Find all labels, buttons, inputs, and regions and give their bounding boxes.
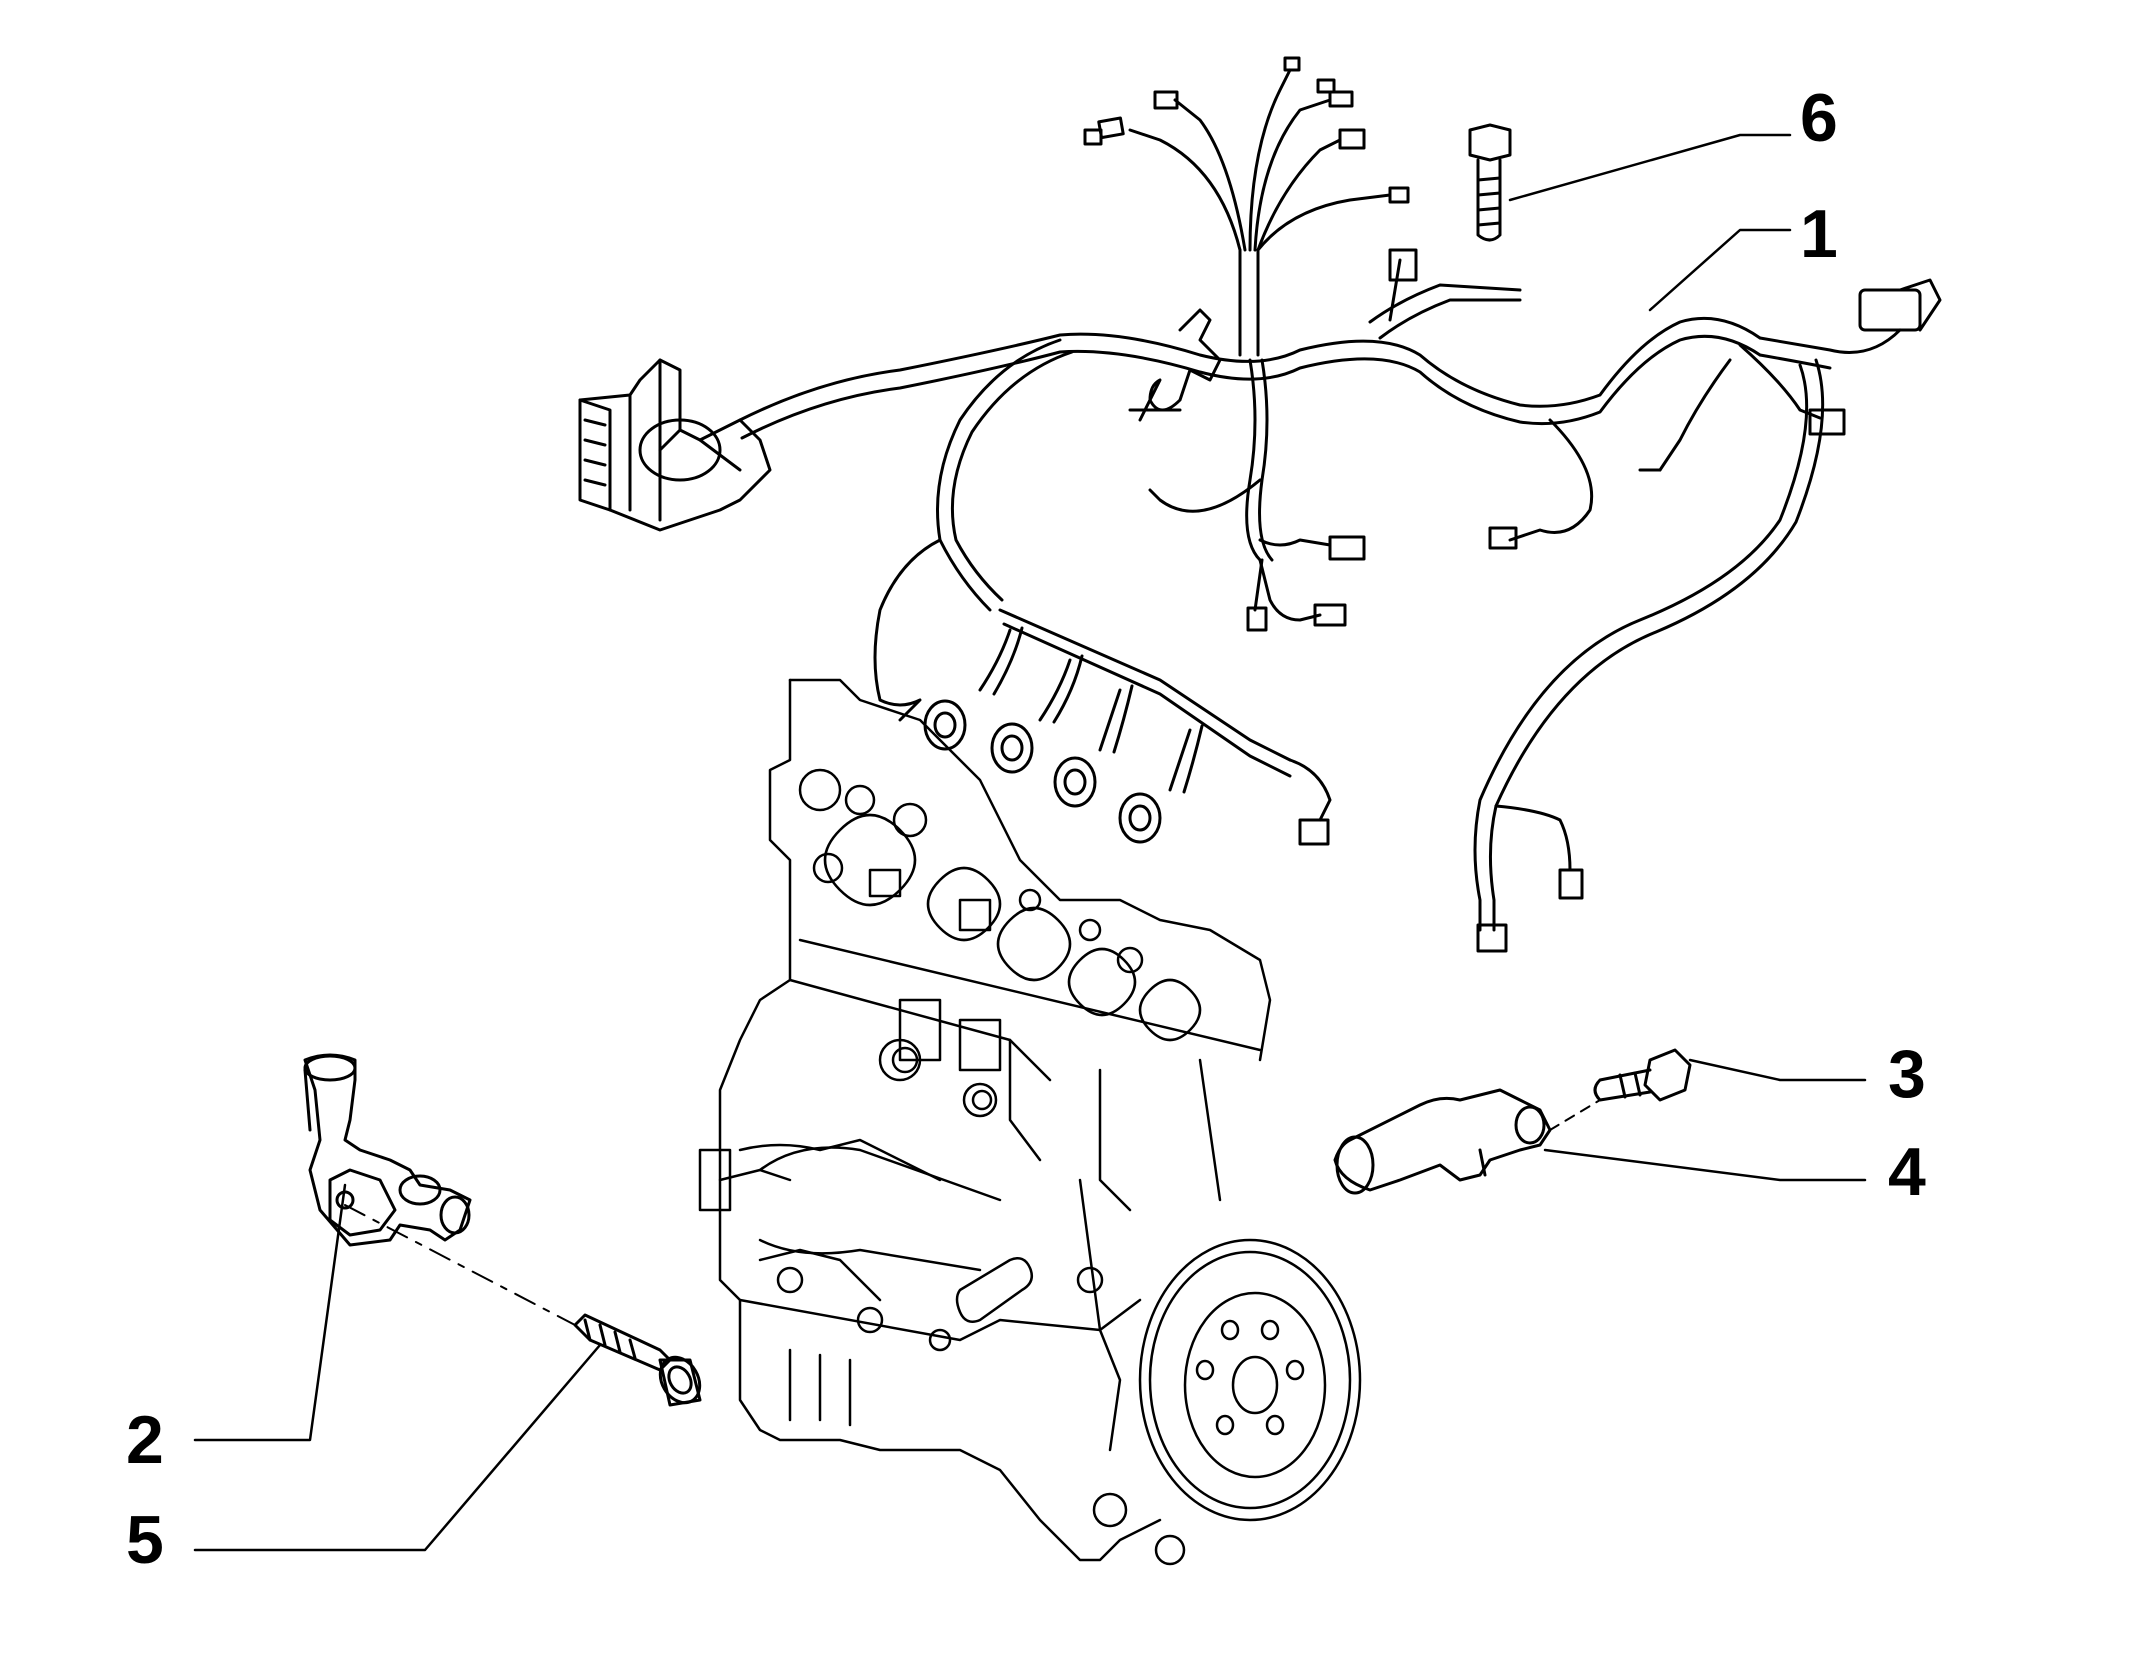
bolt-item-3 <box>1593 1048 1692 1102</box>
callout-1: 1 <box>1800 196 1838 272</box>
callout-2: 2 <box>126 1402 164 1478</box>
assembly-axis-2-5 <box>344 1204 576 1326</box>
callout-5: 5 <box>126 1502 164 1578</box>
wiring-harness <box>578 56 1942 953</box>
leader-6 <box>1508 133 1792 202</box>
callout-4: 4 <box>1888 1134 1926 1210</box>
callout-6: 6 <box>1800 80 1838 156</box>
sensor-item-4 <box>1333 1088 1552 1195</box>
leader-4 <box>1543 1148 1867 1182</box>
leader-lines <box>193 133 1867 1552</box>
bolt-item-6 <box>1468 123 1512 242</box>
callout-3: 3 <box>1888 1036 1926 1112</box>
assembly-axis-3-4 <box>1549 1099 1601 1131</box>
leader-1 <box>1648 228 1792 312</box>
bolt-item-5 <box>573 1313 702 1407</box>
ecu-connector <box>578 358 772 532</box>
engine-block <box>698 678 1272 1566</box>
leader-5 <box>193 1343 602 1552</box>
sensor-item-2 <box>303 1053 472 1247</box>
flywheel <box>1138 1238 1362 1522</box>
leader-2 <box>193 1183 347 1442</box>
leader-3 <box>1688 1058 1867 1082</box>
